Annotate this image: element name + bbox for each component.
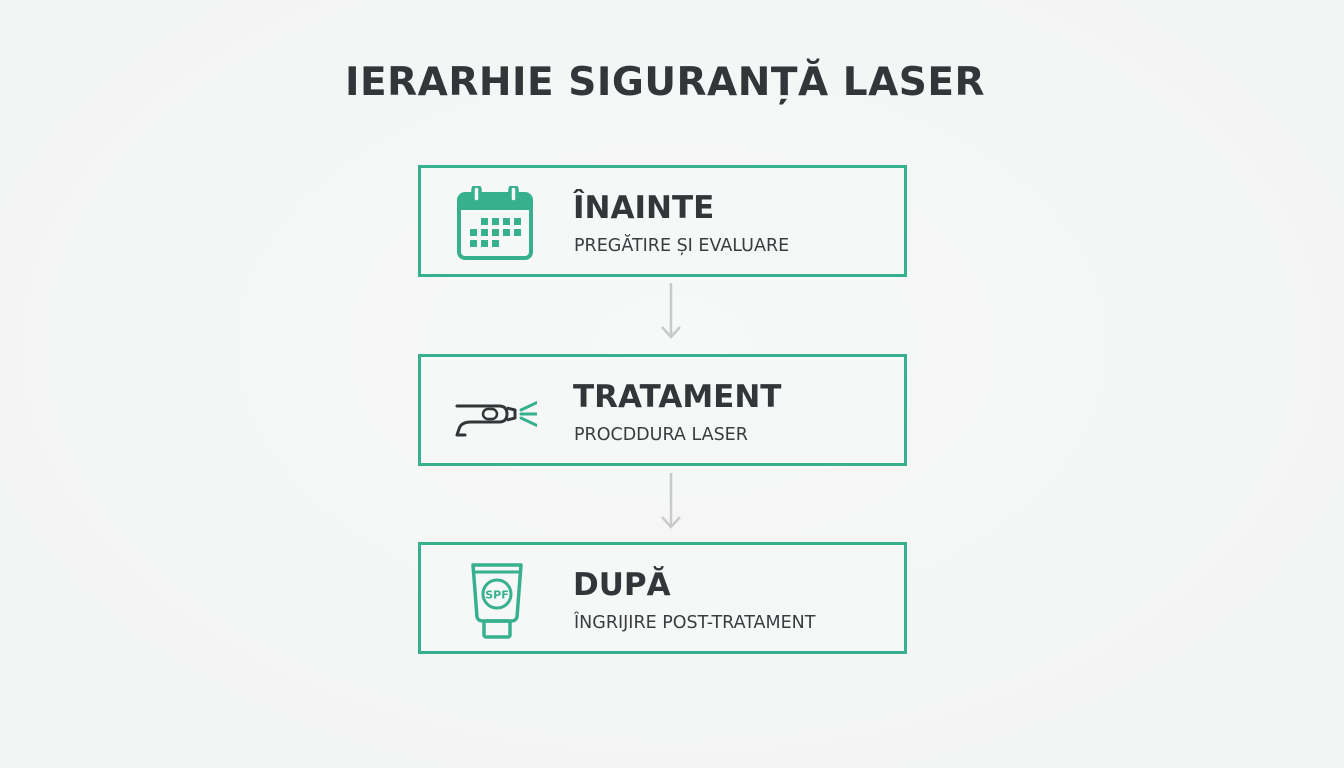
connector-arrow bbox=[661, 283, 681, 339]
step-treatment: TRATAMENT PROCDDURA LASER bbox=[418, 354, 907, 466]
spf-label: SPF bbox=[485, 589, 509, 602]
step-label: DUPĂ bbox=[573, 567, 671, 603]
step-sublabel: PROCDDURA LASER bbox=[574, 425, 748, 445]
laser-device-icon bbox=[455, 400, 537, 437]
connector-arrow bbox=[661, 473, 681, 529]
step-sublabel: PREGĂTIRE ȘI EVALUARE bbox=[574, 236, 790, 256]
step-sublabel: ÎNGRIJIRE POST-TRATAMENT bbox=[574, 613, 816, 633]
step-label: TRATAMENT bbox=[573, 379, 782, 415]
step-after: SPF DUPĂ ÎNGRIJIRE POST-TRATAMENT bbox=[418, 542, 907, 654]
diagram-title: IERARHIE SIGURANȚĂ LASER bbox=[344, 60, 986, 105]
step-before: ÎNAINTE PREGĂTIRE ȘI EVALUARE bbox=[418, 165, 907, 277]
step-label: ÎNAINTE bbox=[573, 190, 715, 226]
sunscreen-tube-icon: SPF bbox=[471, 563, 523, 639]
calendar-icon bbox=[457, 186, 533, 260]
